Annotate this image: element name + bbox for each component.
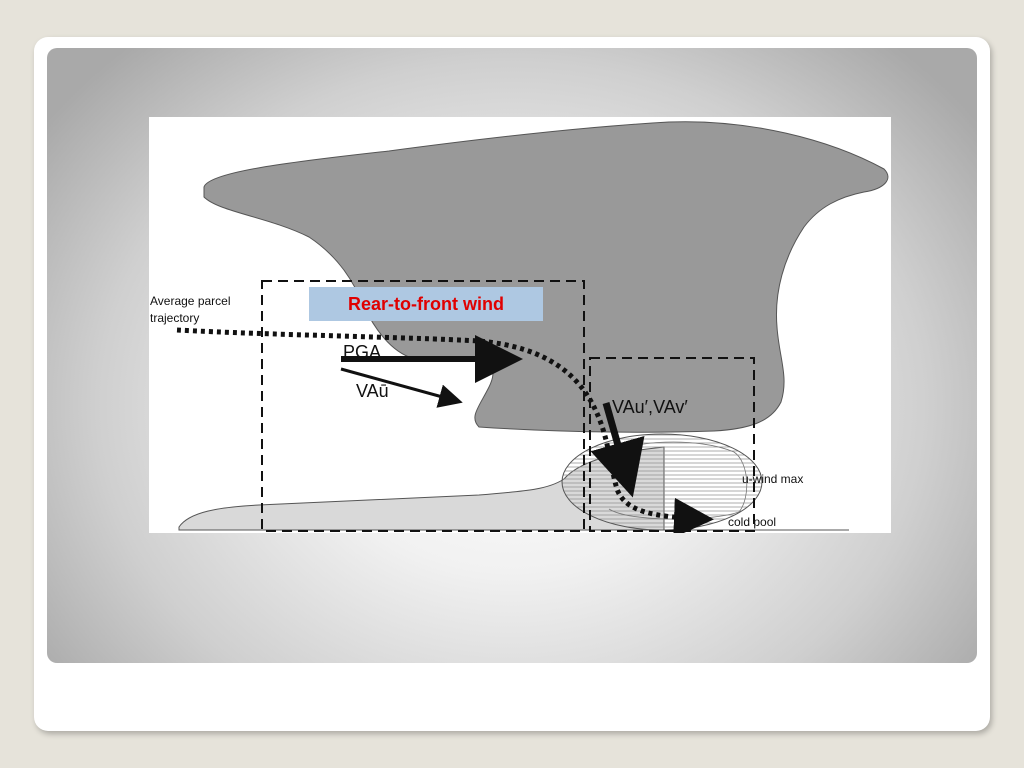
- vau-bar-arrow: [340, 367, 463, 408]
- u-wind-max-contour: [603, 441, 748, 520]
- vau-bar-label: VAū: [356, 381, 389, 401]
- u-wind-max-label: u-wind max: [742, 472, 804, 486]
- trajectory-label-line2: trajectory: [150, 311, 200, 325]
- left-dashed-box: [261, 280, 585, 532]
- diagram-canvas: [176, 121, 889, 533]
- vau-prime-arrow: [590, 402, 645, 498]
- vau-prime-label: VAu′,VAv′: [612, 397, 688, 417]
- right-dashed-box: [589, 357, 755, 532]
- trajectory-label-line1: Average parcel: [150, 294, 231, 308]
- cold-pool-label: cold pool: [728, 515, 777, 529]
- diagram-title: Rear-to-front wind: [309, 287, 543, 321]
- pga-label: PGA: [343, 342, 382, 362]
- rear-to-front-wind-diagram: Rear-to-front wind Average parcel trajec…: [149, 117, 891, 533]
- cloud-body: [203, 121, 889, 433]
- parcel-trajectory: [176, 327, 714, 533]
